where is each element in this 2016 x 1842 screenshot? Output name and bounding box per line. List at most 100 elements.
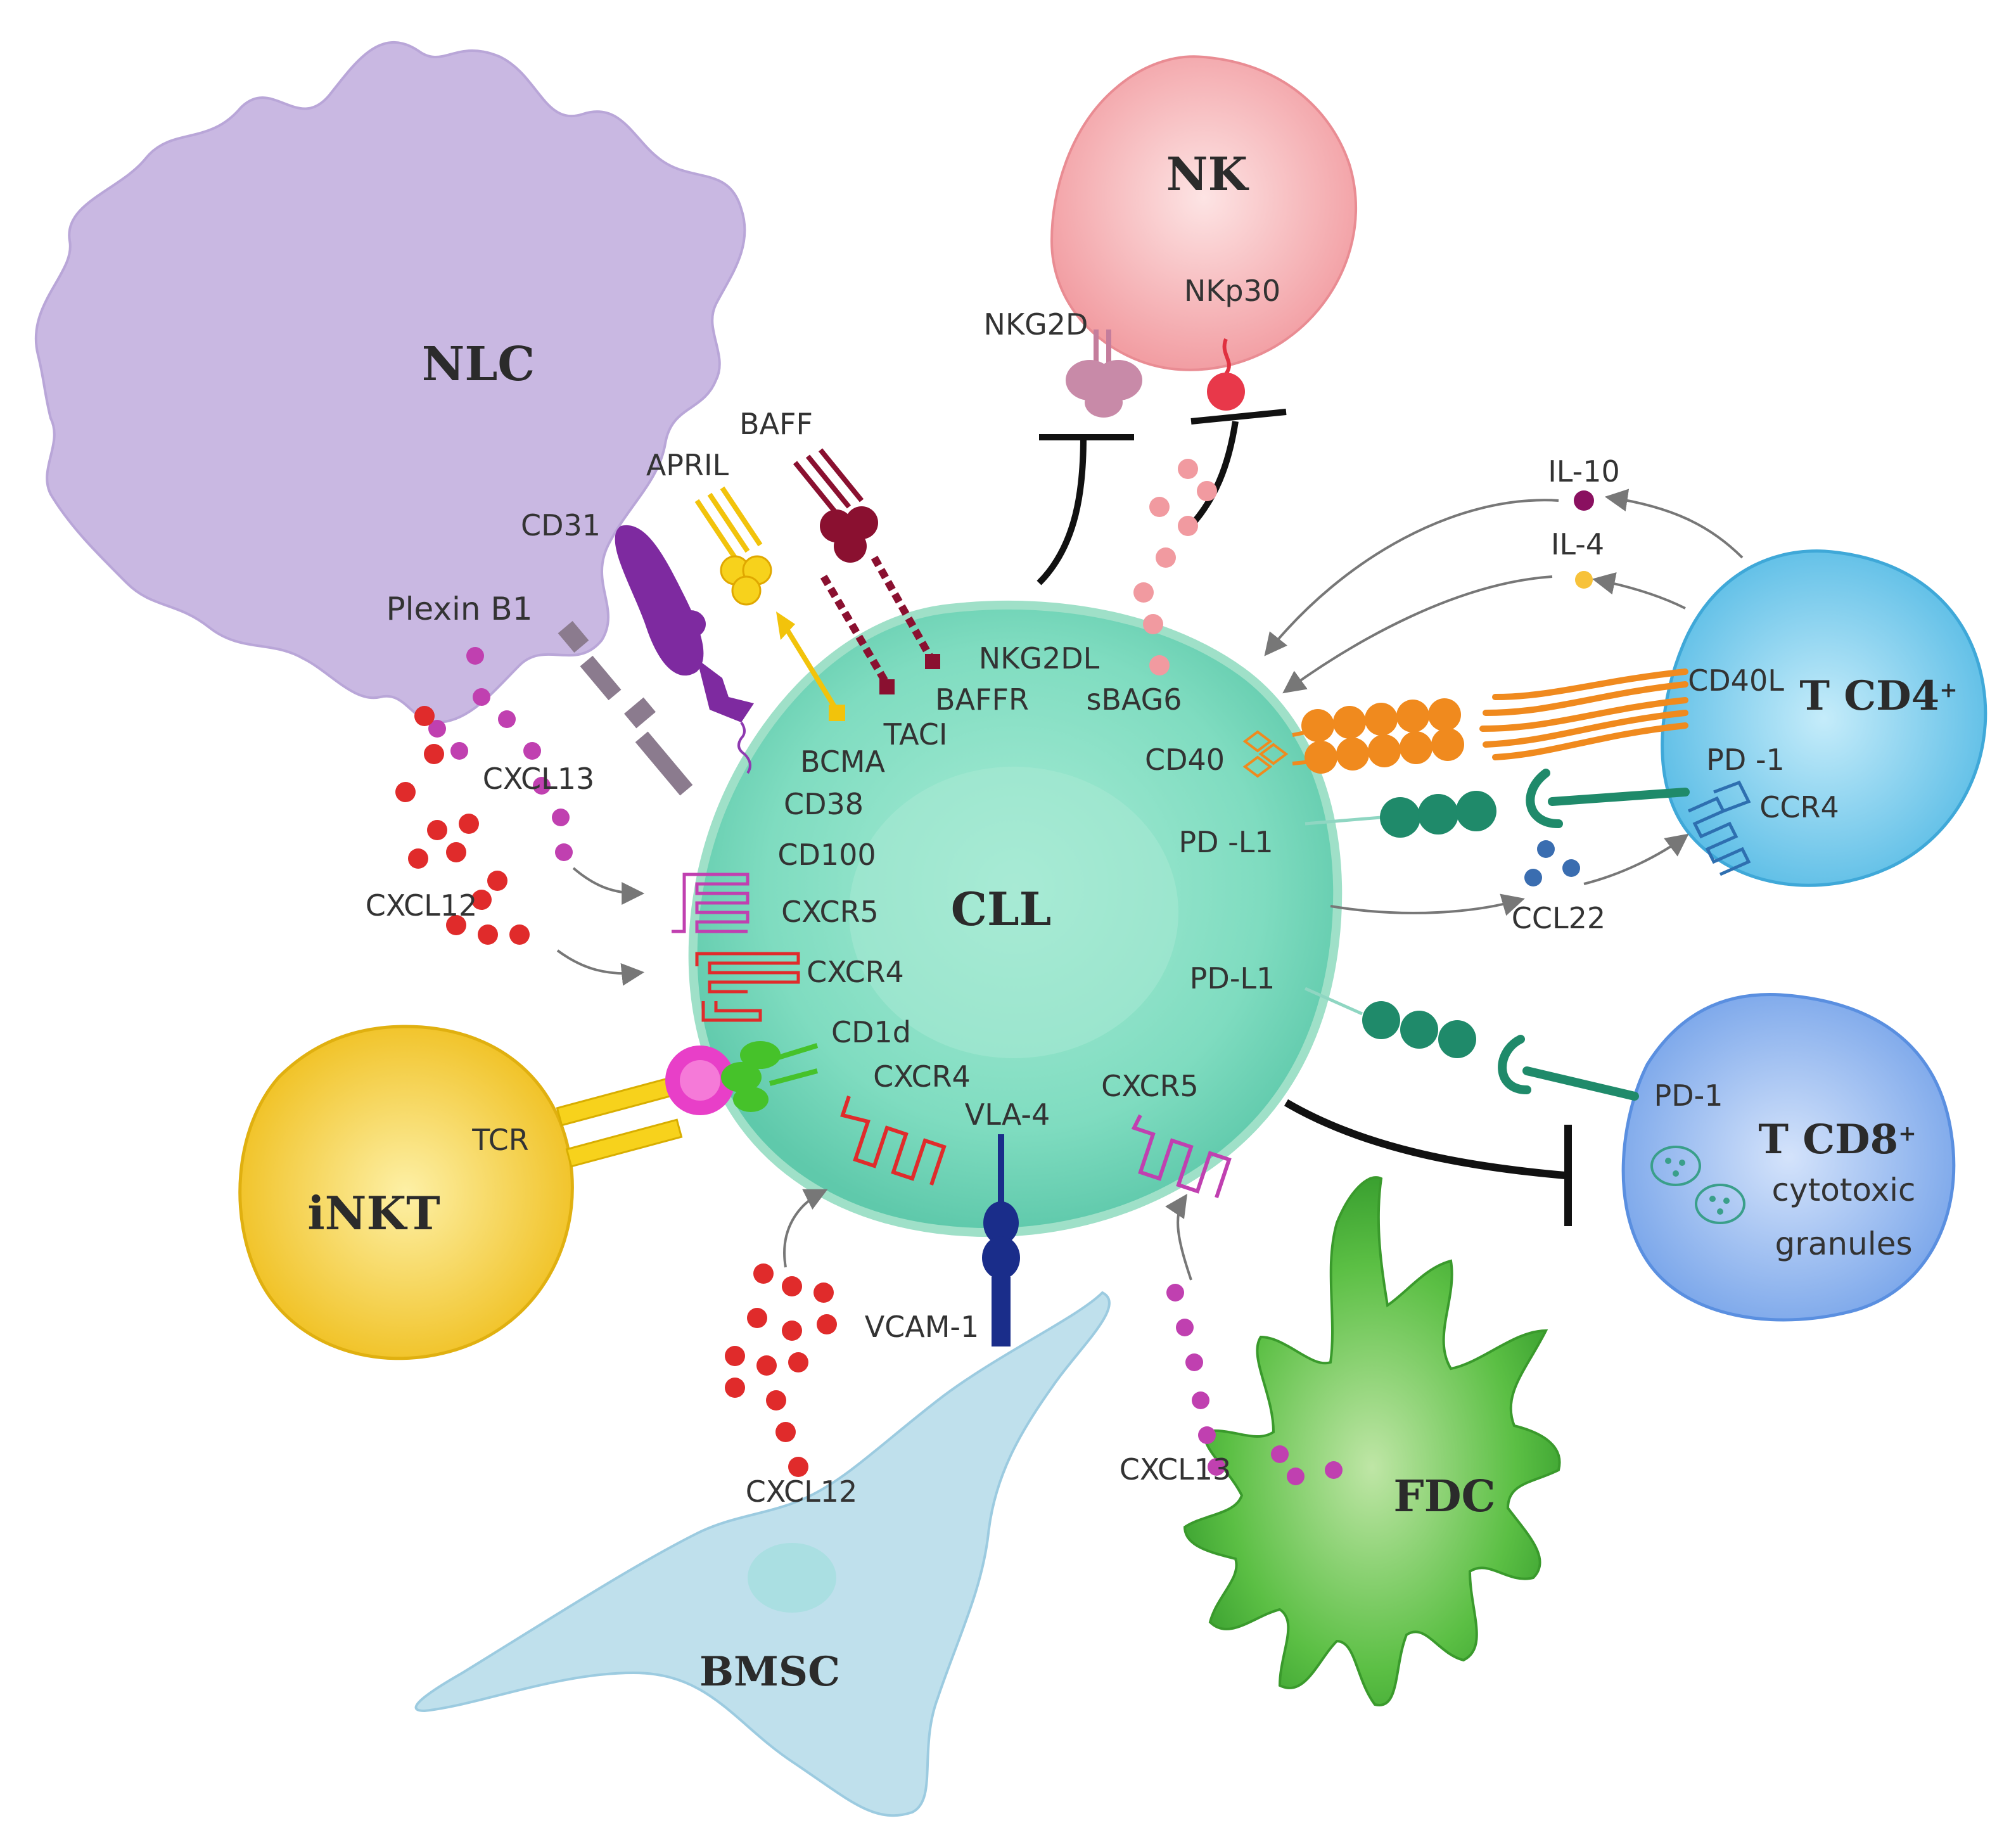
label-bcma: BCMA: [800, 745, 886, 779]
label-nkg2d: NKG2D: [984, 307, 1088, 342]
pdl1-top-ligand: [1380, 791, 1496, 838]
cxcl12-bmsc-arrow: [783, 1189, 828, 1268]
label-cd31: CD31: [521, 508, 601, 542]
tcd8-title: T CD8+: [1758, 1116, 1916, 1163]
taci-anchor: [879, 679, 895, 694]
bcma-receptor: [776, 611, 845, 721]
cd8-inhibition: [1284, 1099, 1572, 1226]
sbag6-dots: [1133, 459, 1217, 675]
label-tcr: TCR: [471, 1123, 528, 1157]
il4-dot: [1575, 571, 1593, 589]
label-il10: IL-10: [1548, 454, 1620, 489]
tcd4-title: T CD4+: [1799, 672, 1957, 720]
nkg2d-receptor: [1066, 329, 1142, 418]
cxcl13-fdc-dots: [1166, 1284, 1343, 1485]
cxcr5-bottom-receptor: [1131, 1114, 1232, 1198]
label-pdl1-bottom: PD-L1: [1190, 961, 1275, 995]
label-cxcr5-left: CXCR5: [781, 895, 879, 929]
cxcr5-left-receptor: [672, 873, 750, 933]
nk-cell: [1050, 55, 1358, 371]
cd31-molecule: [615, 525, 704, 676]
cytotoxic-granules: [1650, 1146, 1745, 1224]
tcd4-cell: [1661, 549, 1987, 887]
cd38-tail: [737, 721, 751, 774]
cxcr4-bottom-receptor: [840, 1096, 947, 1186]
nlc-cell: [34, 41, 746, 724]
ccl22-dot-2: [1562, 859, 1580, 877]
baff-head: [820, 506, 878, 563]
pd1-cd4-receptor: [1526, 769, 1690, 828]
label-cd40l: CD40L: [1688, 663, 1784, 698]
ccl22-dot-3: [1537, 840, 1555, 858]
label-nkg2dl: NKG2DL: [979, 641, 1100, 675]
bmsc-title: BMSC: [699, 1648, 840, 1696]
label-cytotoxic: cytotoxic: [1772, 1172, 1916, 1208]
cxcl12-nlc-dots: [395, 706, 530, 945]
molecule-labels: NKG2D NKp30 BAFF APRIL CD31 Plexin B1 CX…: [366, 274, 1916, 1509]
label-baff: BAFF: [739, 407, 813, 441]
bmsc-nucleus: [748, 1543, 836, 1613]
cll-title: CLL: [951, 882, 1052, 936]
pd1-cd8-receptor: [1498, 1035, 1639, 1101]
label-cxcl13-nlc: CXCL13: [483, 762, 595, 796]
label-ccr4: CCR4: [1759, 790, 1839, 824]
label-ccl22: CCL22: [1512, 901, 1605, 935]
cd40-receptor: [1242, 698, 1464, 778]
label-cd38: CD38: [784, 787, 864, 821]
label-vcam1: VCAM-1: [865, 1310, 979, 1344]
label-sbag6: sBAG6: [1086, 682, 1182, 717]
pdl1-bottom-stem: [1304, 987, 1363, 1016]
baffr-anchor: [925, 654, 940, 669]
ccl22-arrows: [1330, 833, 1689, 916]
label-cxcl13-fdc: CXCL13: [1120, 1452, 1232, 1487]
cll-nucleus: [849, 767, 1178, 1058]
inkt-title: iNKT: [307, 1186, 440, 1240]
label-vla4: VLA-4: [965, 1097, 1050, 1132]
tcr-receptor: [556, 1077, 683, 1168]
label-cxcl12-nlc: CXCL12: [366, 888, 478, 923]
april-trimer: [694, 486, 763, 560]
cxcl12-bmsc-dots: [725, 1263, 837, 1477]
label-nkp30: NKp30: [1184, 274, 1280, 308]
inkt-cell: [238, 1025, 574, 1360]
cxcl13-nlc-dots: [428, 647, 573, 861]
label-cd40: CD40: [1145, 743, 1225, 777]
ccr4-receptor: [1687, 780, 1751, 876]
fdc-title: FDC: [1393, 1471, 1495, 1522]
label-cd100: CD100: [777, 838, 876, 872]
cd1d-antigen-star: [665, 1046, 735, 1115]
label-baffr: BAFFR: [935, 682, 1029, 717]
cd1d-stem: [769, 1043, 819, 1086]
baffr-receptor: [871, 556, 935, 661]
label-taci: TACI: [883, 717, 948, 752]
baff-trimer: [793, 448, 864, 515]
pdl1-bottom-ligand: [1362, 1001, 1476, 1058]
ccl22-dot-1: [1524, 869, 1542, 886]
cxcl13-fdc-arrow: [1165, 1194, 1192, 1281]
label-cxcr4-bottom: CXCR4: [873, 1059, 971, 1094]
chemokine-arrows-left: [556, 867, 645, 986]
label-april: APRIL: [646, 448, 729, 482]
label-cxcl12-bmsc: CXCL12: [746, 1474, 858, 1509]
nkp30-receptor: [1207, 338, 1245, 411]
label-pdl1-top: PD -L1: [1178, 825, 1273, 859]
cd40l-ligand: [1479, 668, 1688, 760]
label-cxcr5-bottom: CXCR5: [1101, 1069, 1199, 1103]
label-pd1-cd4: PD -1: [1706, 743, 1785, 777]
cd1d-molecule: [721, 1041, 781, 1112]
taci-receptor: [820, 574, 891, 687]
vcam1-receptor: [982, 1236, 1020, 1346]
label-cxcr4-left: CXCR4: [807, 955, 904, 989]
nk-title: NK: [1166, 147, 1249, 201]
april-head: [720, 555, 772, 606]
tcd8-cell: [1621, 993, 1956, 1322]
pdl1-top-stem: [1305, 815, 1382, 826]
plexin-b1-receptor: [558, 621, 693, 796]
il10-dot: [1574, 490, 1594, 511]
nk-inhibition: [1037, 409, 1287, 585]
label-plexin-b1: Plexin B1: [386, 591, 532, 627]
label-granules: granules: [1775, 1225, 1912, 1262]
cxcr4-left-receptor: [695, 952, 800, 1022]
fdc-cell: [1183, 1176, 1561, 1706]
